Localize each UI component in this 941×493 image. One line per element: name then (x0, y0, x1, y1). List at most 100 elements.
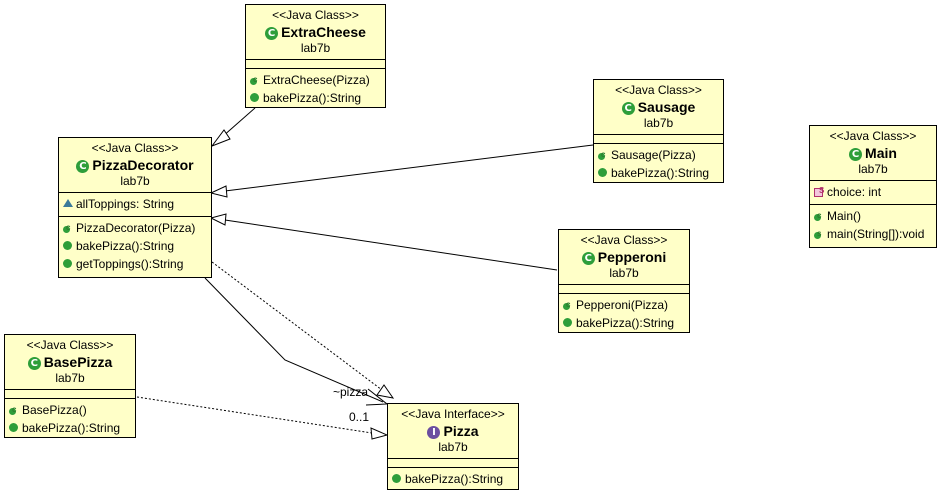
method-item[interactable]: c ExtraCheese(Pizza) (250, 71, 381, 89)
method-item[interactable]: bakePizza():String (598, 164, 719, 182)
method-text: bakePizza():String (22, 421, 121, 435)
method-item[interactable]: c Pepperoni(Pizza) (563, 296, 685, 314)
generalization-sausage-pizzadecorator[interactable] (224, 144, 594, 192)
class-badge-icon: C (265, 27, 279, 40)
package-label: lab7b (55, 371, 85, 385)
method-item[interactable]: c PizzaDecorator(Pizza) (63, 219, 207, 237)
class-badge-icon: C (27, 357, 41, 370)
method-compartment: c PizzaDecorator(Pizza) bakePizza():Strin… (59, 216, 211, 276)
method-text: Sausage(Pizza) (611, 148, 696, 162)
method-item[interactable]: bakePizza():String (563, 314, 685, 332)
stereotype-label: <<Java Class>> (580, 233, 668, 247)
package-label: lab7b (438, 440, 468, 454)
constructor-icon: c (814, 210, 823, 221)
realization-basepizza-pizza[interactable] (136, 396, 373, 434)
class-badge-icon: C (76, 160, 90, 173)
class-name-text: ExtraCheese (281, 24, 366, 40)
attribute-compartment (559, 284, 689, 293)
method-item[interactable]: bakePizza():String (9, 419, 131, 437)
stereotype-label: <<Java Class>> (272, 8, 359, 22)
constructor-icon: c (9, 404, 18, 415)
realization-pizzadecorator-pizza[interactable] (211, 261, 383, 391)
association-role-label: ~pizza (333, 385, 369, 399)
generalization-extracheese-pizzadecorator[interactable] (221, 107, 256, 138)
constructor-icon: c (563, 299, 572, 310)
method-text: BasePizza() (22, 403, 87, 417)
association-pizzadecorator-pizza[interactable] (204, 277, 384, 403)
private-static-field-icon: S (814, 186, 824, 197)
public-method-icon (63, 241, 72, 250)
stereotype-label: <<Java Class>> (829, 129, 917, 143)
method-text: bakePizza():String (263, 91, 362, 105)
method-text: PizzaDecorator(Pizza) (76, 221, 196, 235)
stereotype-label: <<Java Class>> (91, 141, 179, 155)
class-name-text: Pepperoni (597, 249, 667, 265)
method-item[interactable]: getToppings():String (63, 255, 207, 273)
attribute-text: choice: int (827, 185, 882, 199)
attribute-compartment (388, 458, 518, 467)
static-method-icon: s (814, 228, 823, 239)
method-item[interactable]: bakePizza():String (250, 89, 381, 107)
public-method-icon (63, 259, 72, 268)
interface-badge-icon: I (427, 426, 441, 439)
class-badge-icon: C (621, 102, 635, 115)
stereotype-label: <<Java Interface>> (401, 407, 505, 421)
constructor-icon: c (250, 74, 259, 85)
attribute-compartment (246, 59, 385, 68)
method-text: Pepperoni(Pizza) (576, 298, 669, 312)
generalization-arrowhead (209, 185, 228, 198)
package-field-icon (63, 199, 73, 207)
stereotype-label: <<Java Class>> (26, 338, 114, 352)
method-compartment: c Pepperoni(Pizza) bakePizza():String (559, 293, 689, 335)
association-multiplicity-label: 0..1 (349, 410, 370, 424)
class-name-text: Sausage (637, 99, 696, 115)
attribute-compartment: allToppings: String (59, 192, 211, 216)
public-method-icon (392, 474, 401, 483)
package-label: lab7b (643, 116, 674, 130)
public-method-icon (9, 423, 18, 432)
class-badge-icon: C (581, 252, 595, 265)
attribute-item[interactable]: allToppings: String (63, 195, 207, 213)
method-item[interactable]: bakePizza():String (392, 470, 514, 488)
method-text: Main() (827, 209, 862, 223)
realization-arrowhead (376, 384, 395, 399)
method-text: ExtraCheese(Pizza) (263, 73, 370, 87)
method-item[interactable]: c BasePizza() (9, 401, 131, 419)
generalization-arrowhead (209, 213, 227, 226)
package-label: lab7b (609, 266, 639, 280)
stereotype-label: <<Java Class>> (615, 83, 702, 97)
package-label: lab7b (300, 41, 331, 55)
public-method-icon (250, 93, 259, 102)
attribute-text: allToppings: String (76, 197, 175, 211)
generalization-pepperoni-pizzadecorator[interactable] (224, 219, 558, 271)
method-item[interactable]: c Main() (814, 207, 932, 225)
method-text: bakePizza():String (611, 166, 710, 180)
constructor-icon: c (63, 222, 72, 233)
method-item[interactable]: bakePizza():String (63, 237, 207, 255)
